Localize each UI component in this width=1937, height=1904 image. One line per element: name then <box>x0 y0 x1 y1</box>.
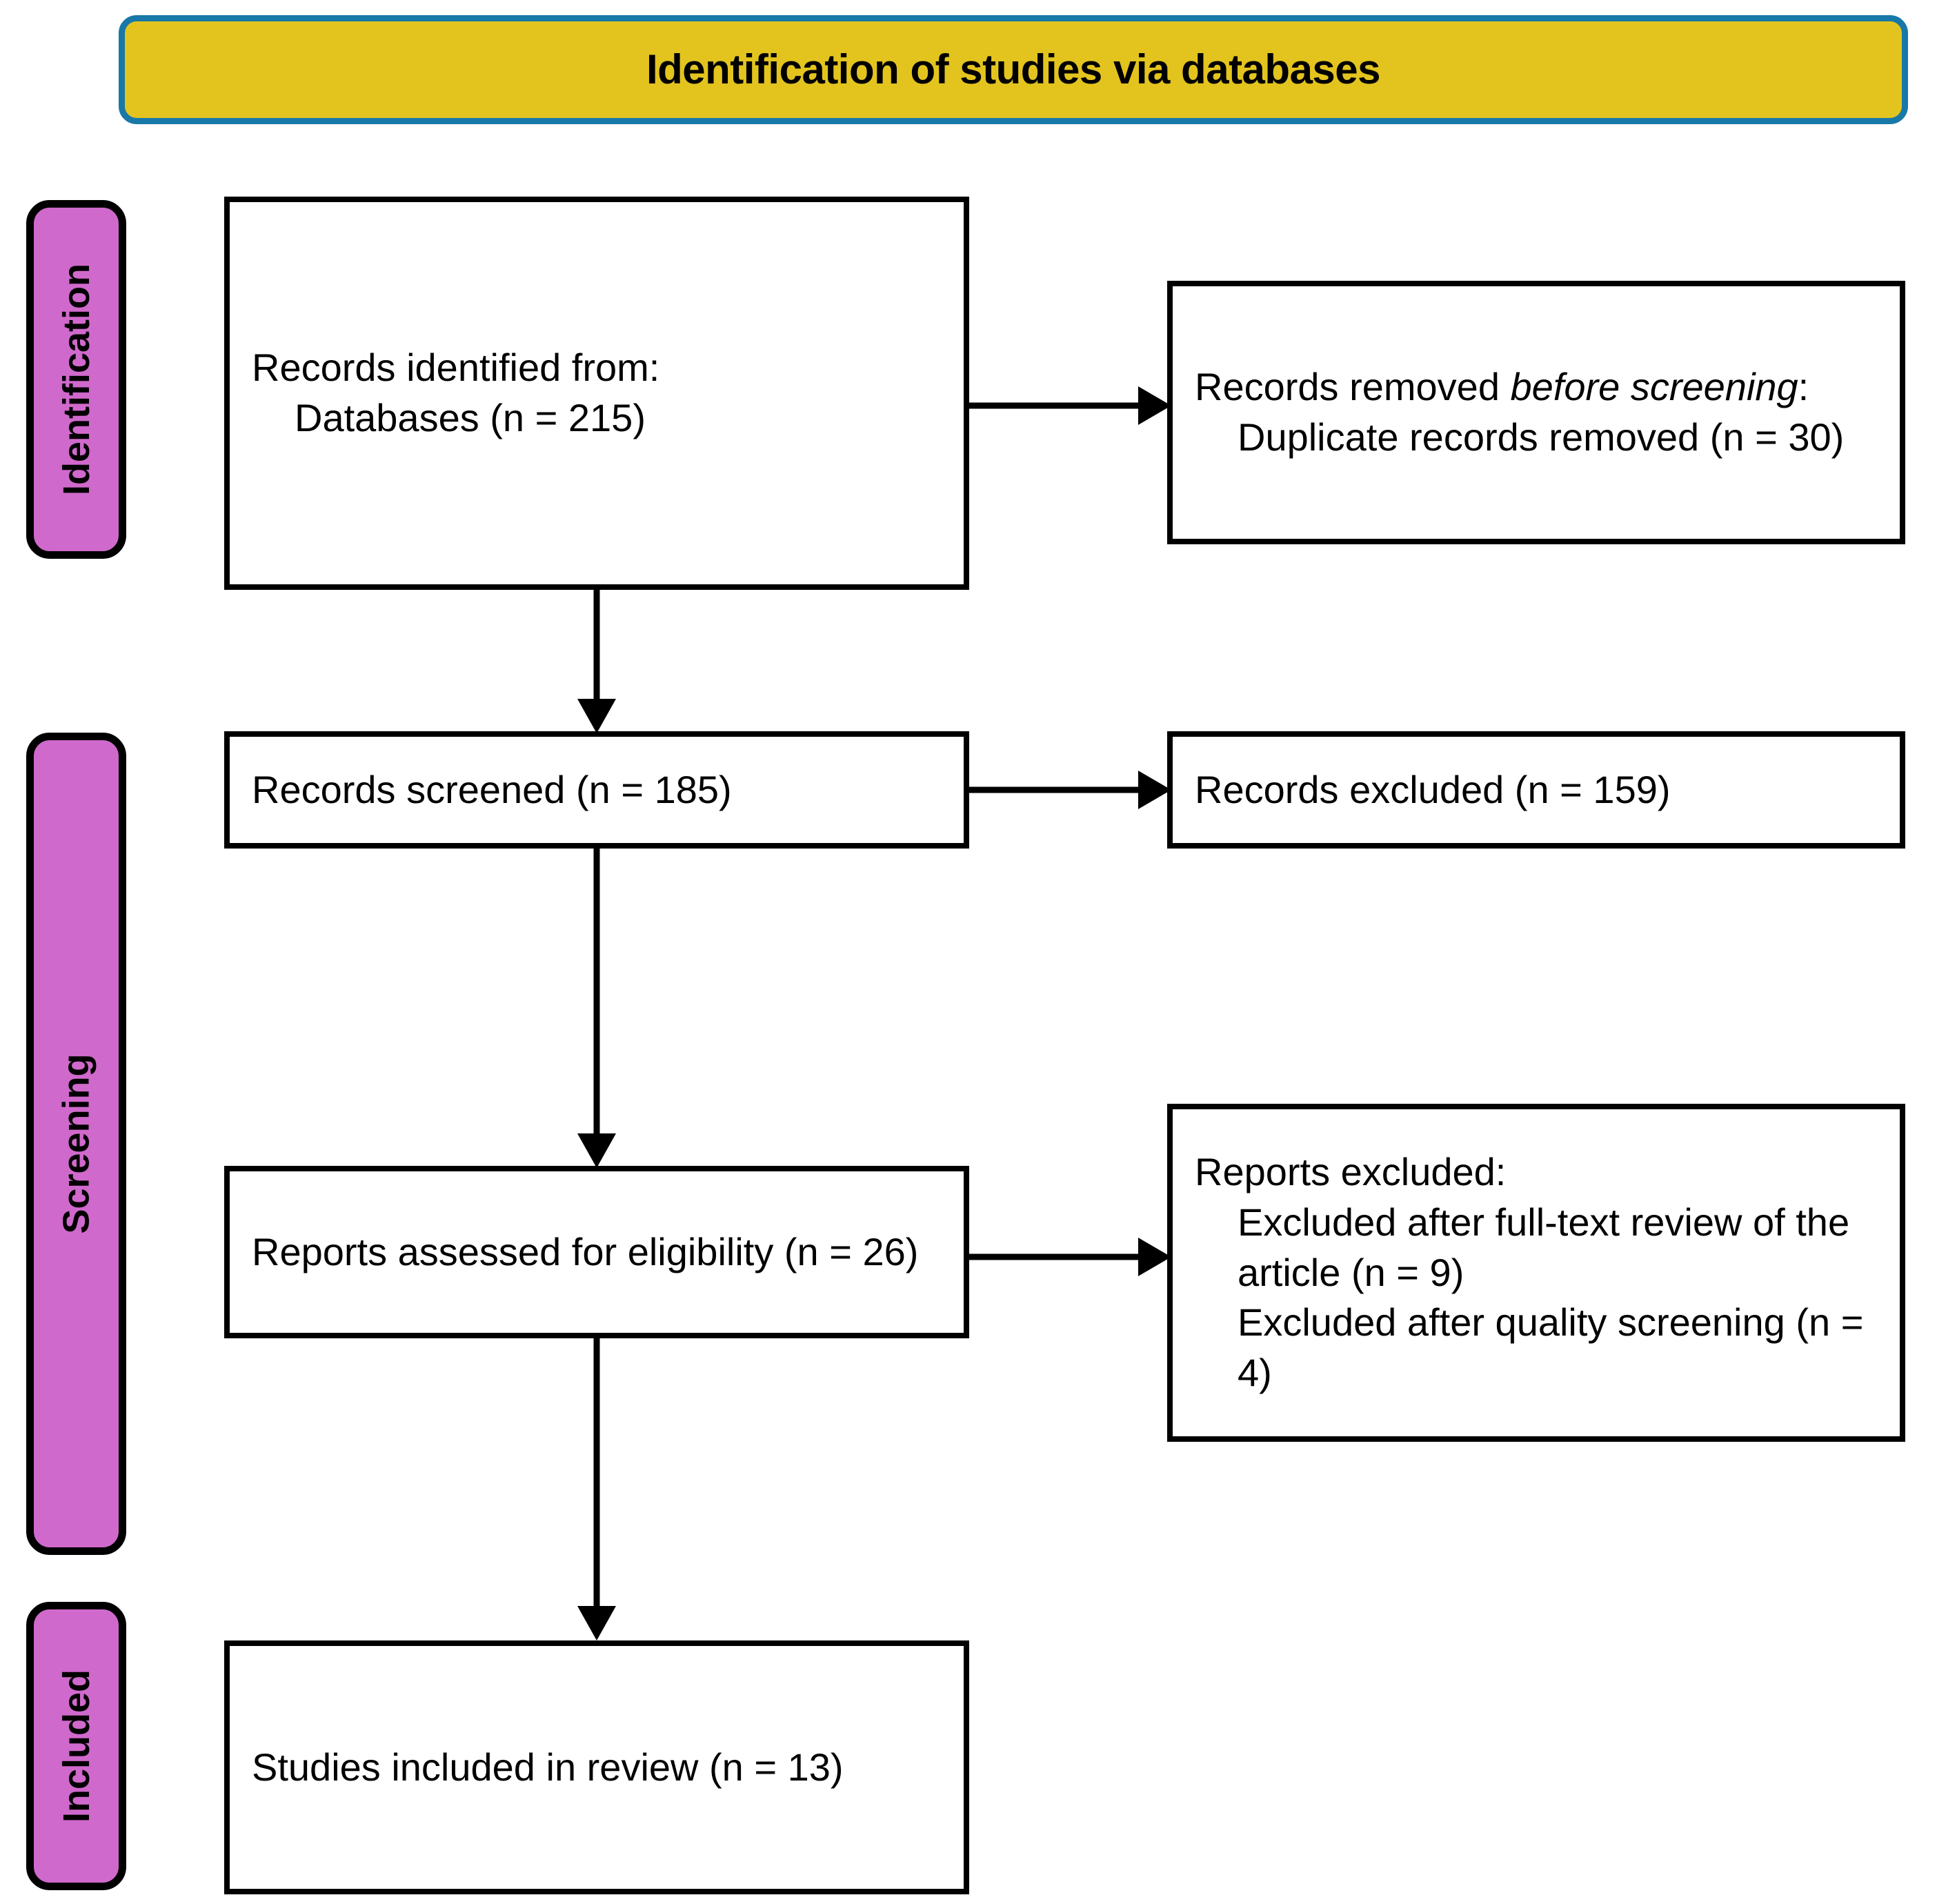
reports-excluded-line-1: Reports excluded: <box>1195 1150 1507 1193</box>
connector-screened-to-records-excluded <box>969 769 1173 811</box>
records-screened-line-1: Records screened (n = 185) <box>252 767 732 811</box>
records-removed-italic: before screening <box>1510 365 1798 409</box>
eligibility-line-1: Reports assessed for eligibility (n = 26… <box>252 1229 919 1273</box>
stage-label-identification: Identification <box>55 264 97 495</box>
box-records-removed-text: Records removed before screening: Duplic… <box>1173 362 1900 463</box>
box-records-identified-text: Records identified from: Databases (n = … <box>230 343 964 444</box>
box-studies-included-text: Studies included in review (n = 13) <box>230 1743 964 1793</box>
reports-excluded-line-3: Excluded after quality screening (n = 4) <box>1238 1300 1864 1395</box>
stage-pill-included: Included <box>26 1602 126 1890</box>
stage-pill-identification: Identification <box>26 200 126 559</box>
banner-title: Identification of studies via databases <box>646 46 1381 92</box>
box-records-identified: Records identified from: Databases (n = … <box>224 197 969 590</box>
connector-screened-to-eligibility <box>576 849 617 1169</box>
connector-identified-to-screened <box>576 590 617 735</box>
records-excluded-line-1: Records excluded (n = 159) <box>1195 767 1671 811</box>
box-reports-excluded: Reports excluded: Excluded after full-te… <box>1167 1104 1905 1442</box>
stage-label-screening: Screening <box>55 1053 97 1234</box>
stage-pill-screening: Screening <box>26 733 126 1555</box>
records-identified-line-1: Records identified from: <box>252 346 660 390</box>
records-removed-prefix: Records removed <box>1195 365 1511 409</box>
connector-eligibility-to-included <box>576 1338 617 1642</box>
box-reports-excluded-text: Reports excluded: Excluded after full-te… <box>1173 1147 1900 1398</box>
reports-excluded-line-2: Excluded after full-text review of the a… <box>1238 1200 1850 1294</box>
box-records-removed-before-screening: Records removed before screening: Duplic… <box>1167 281 1905 544</box>
box-eligibility-text: Reports assessed for eligibility (n = 26… <box>230 1227 964 1278</box>
records-removed-line-2: Duplicate records removed (n = 30) <box>1238 415 1845 459</box>
identification-banner: Identification of studies via databases <box>119 15 1908 124</box>
box-reports-assessed-for-eligibility: Reports assessed for eligibility (n = 26… <box>224 1166 969 1338</box>
records-removed-suffix: : <box>1798 365 1809 409</box>
box-studies-included-in-review: Studies included in review (n = 13) <box>224 1640 969 1894</box>
connector-identified-to-removed <box>969 385 1173 426</box>
connector-eligibility-to-reports-excluded <box>969 1236 1173 1278</box>
records-identified-line-2: Databases (n = 215) <box>295 396 646 439</box>
studies-included-line-1: Studies included in review (n = 13) <box>252 1745 844 1789</box>
box-records-excluded-text: Records excluded (n = 159) <box>1173 765 1900 815</box>
stage-label-included: Included <box>55 1669 97 1823</box>
box-records-screened: Records screened (n = 185) <box>224 731 969 849</box>
box-records-excluded: Records excluded (n = 159) <box>1167 731 1905 849</box>
box-records-screened-text: Records screened (n = 185) <box>230 765 964 815</box>
records-removed-line-1: Records removed before screening: <box>1195 365 1809 408</box>
